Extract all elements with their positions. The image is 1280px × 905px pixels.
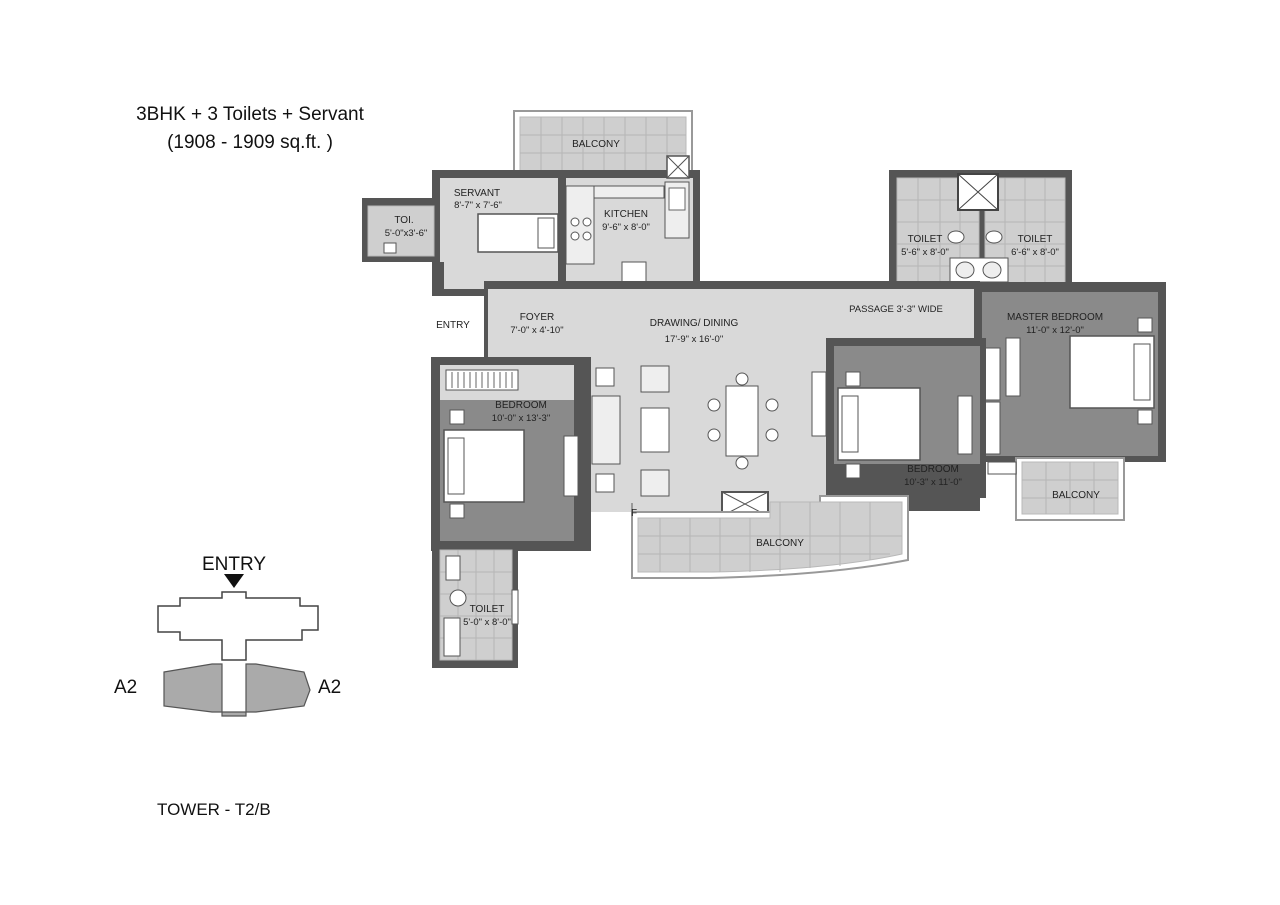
bedroom2-label: BEDROOM xyxy=(907,464,959,475)
toilet2-label: TOILET xyxy=(1018,234,1053,245)
master-bedroom-dim: 11'-0" x 12'-0" xyxy=(1026,325,1084,336)
balcony-bottom-label: BALCONY xyxy=(756,538,804,549)
balcony-right xyxy=(987,457,1125,521)
toi-label: TOI. xyxy=(394,215,413,226)
plan-title: 3BHK + 3 Toilets + Servant xyxy=(136,104,364,125)
toilet3-label: TOILET xyxy=(470,604,505,615)
f-marker: F xyxy=(631,508,637,519)
master-bedroom-label: MASTER BEDROOM xyxy=(1007,312,1103,323)
master-bedroom xyxy=(974,282,1166,462)
toilet2-dim: 6'-6" x 8'-0" xyxy=(1011,247,1059,258)
bedroom1-label: BEDROOM xyxy=(495,400,547,411)
entry-arrow-icon xyxy=(224,574,244,588)
balcony-top xyxy=(513,110,693,174)
toilet1-label: TOILET xyxy=(908,234,943,245)
plan-area: (1908 - 1909 sq.ft. ) xyxy=(167,132,333,153)
bedroom-1 xyxy=(431,357,591,551)
servant-kitchen-block xyxy=(432,155,700,296)
balcony-right-label: BALCONY xyxy=(1052,490,1100,501)
kitchen-dim: 9'-6" x 8'-0" xyxy=(602,222,650,233)
key-plan-upper-block xyxy=(157,591,319,661)
toilet1-dim: 5'-6" x 8'-0" xyxy=(901,247,949,258)
balcony-top-label: BALCONY xyxy=(572,139,620,150)
key-plan-lower-block xyxy=(163,663,311,717)
tower-label: TOWER - T2/B xyxy=(157,800,271,819)
balcony-bottom xyxy=(631,495,909,579)
key-plan-unit-left: A2 xyxy=(114,677,138,698)
passage-label: PASSAGE 3'-3" WIDE xyxy=(849,304,943,315)
bedroom-2 xyxy=(826,338,986,498)
servant-dim: 8'-7" x 7'-6" xyxy=(454,200,502,211)
entry-label: ENTRY xyxy=(436,320,470,331)
toilets-top-right xyxy=(889,170,1072,294)
toilet3-dim: 5'-0" x 8'-0" xyxy=(463,617,511,628)
key-plan-entry-label: ENTRY xyxy=(202,554,266,575)
kitchen-label: KITCHEN xyxy=(604,209,648,220)
bedroom1-dim: 10'-0" x 13'-3" xyxy=(492,413,550,424)
key-plan-unit-right: A2 xyxy=(318,677,342,698)
foyer-dim: 7'-0" x 4'-10" xyxy=(510,325,563,336)
drawing-dim: 17'-9" x 16'-0" xyxy=(665,334,723,345)
drawing-label: DRAWING/ DINING xyxy=(650,318,739,329)
toi-dim: 5'-0"x3'-6" xyxy=(385,228,428,239)
toi-block xyxy=(362,198,444,296)
bedroom2-dim: 10'-3" x 11'-0" xyxy=(904,477,962,488)
servant-label: SERVANT xyxy=(454,188,500,199)
foyer-label: FOYER xyxy=(520,312,554,323)
toilet-bottom xyxy=(432,544,519,668)
key-plan: ENTRY xyxy=(157,554,319,717)
